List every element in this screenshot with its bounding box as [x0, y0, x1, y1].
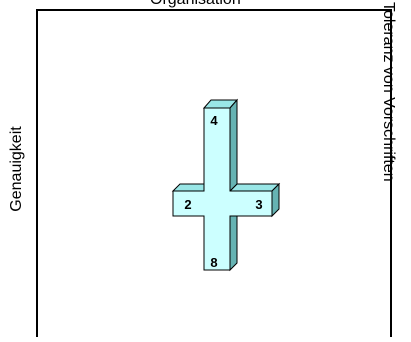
left-axis-label: Genauigkeit [9, 126, 25, 211]
cross-value-top: 4 [210, 113, 218, 128]
right-axis-label: Toleranz von Vorschriften [380, 2, 396, 182]
cross-value-right: 3 [255, 197, 262, 212]
cross-side-face-lower [230, 209, 237, 270]
cross-top-face-right-arm [230, 184, 279, 191]
cross-value-left: 2 [184, 197, 191, 212]
cross-shape: 4 2 3 8 [173, 100, 279, 270]
cross-value-bottom: 8 [210, 255, 217, 270]
cross-side-face-upper [230, 100, 237, 191]
top-axis-label: Organisation [150, 0, 241, 8]
